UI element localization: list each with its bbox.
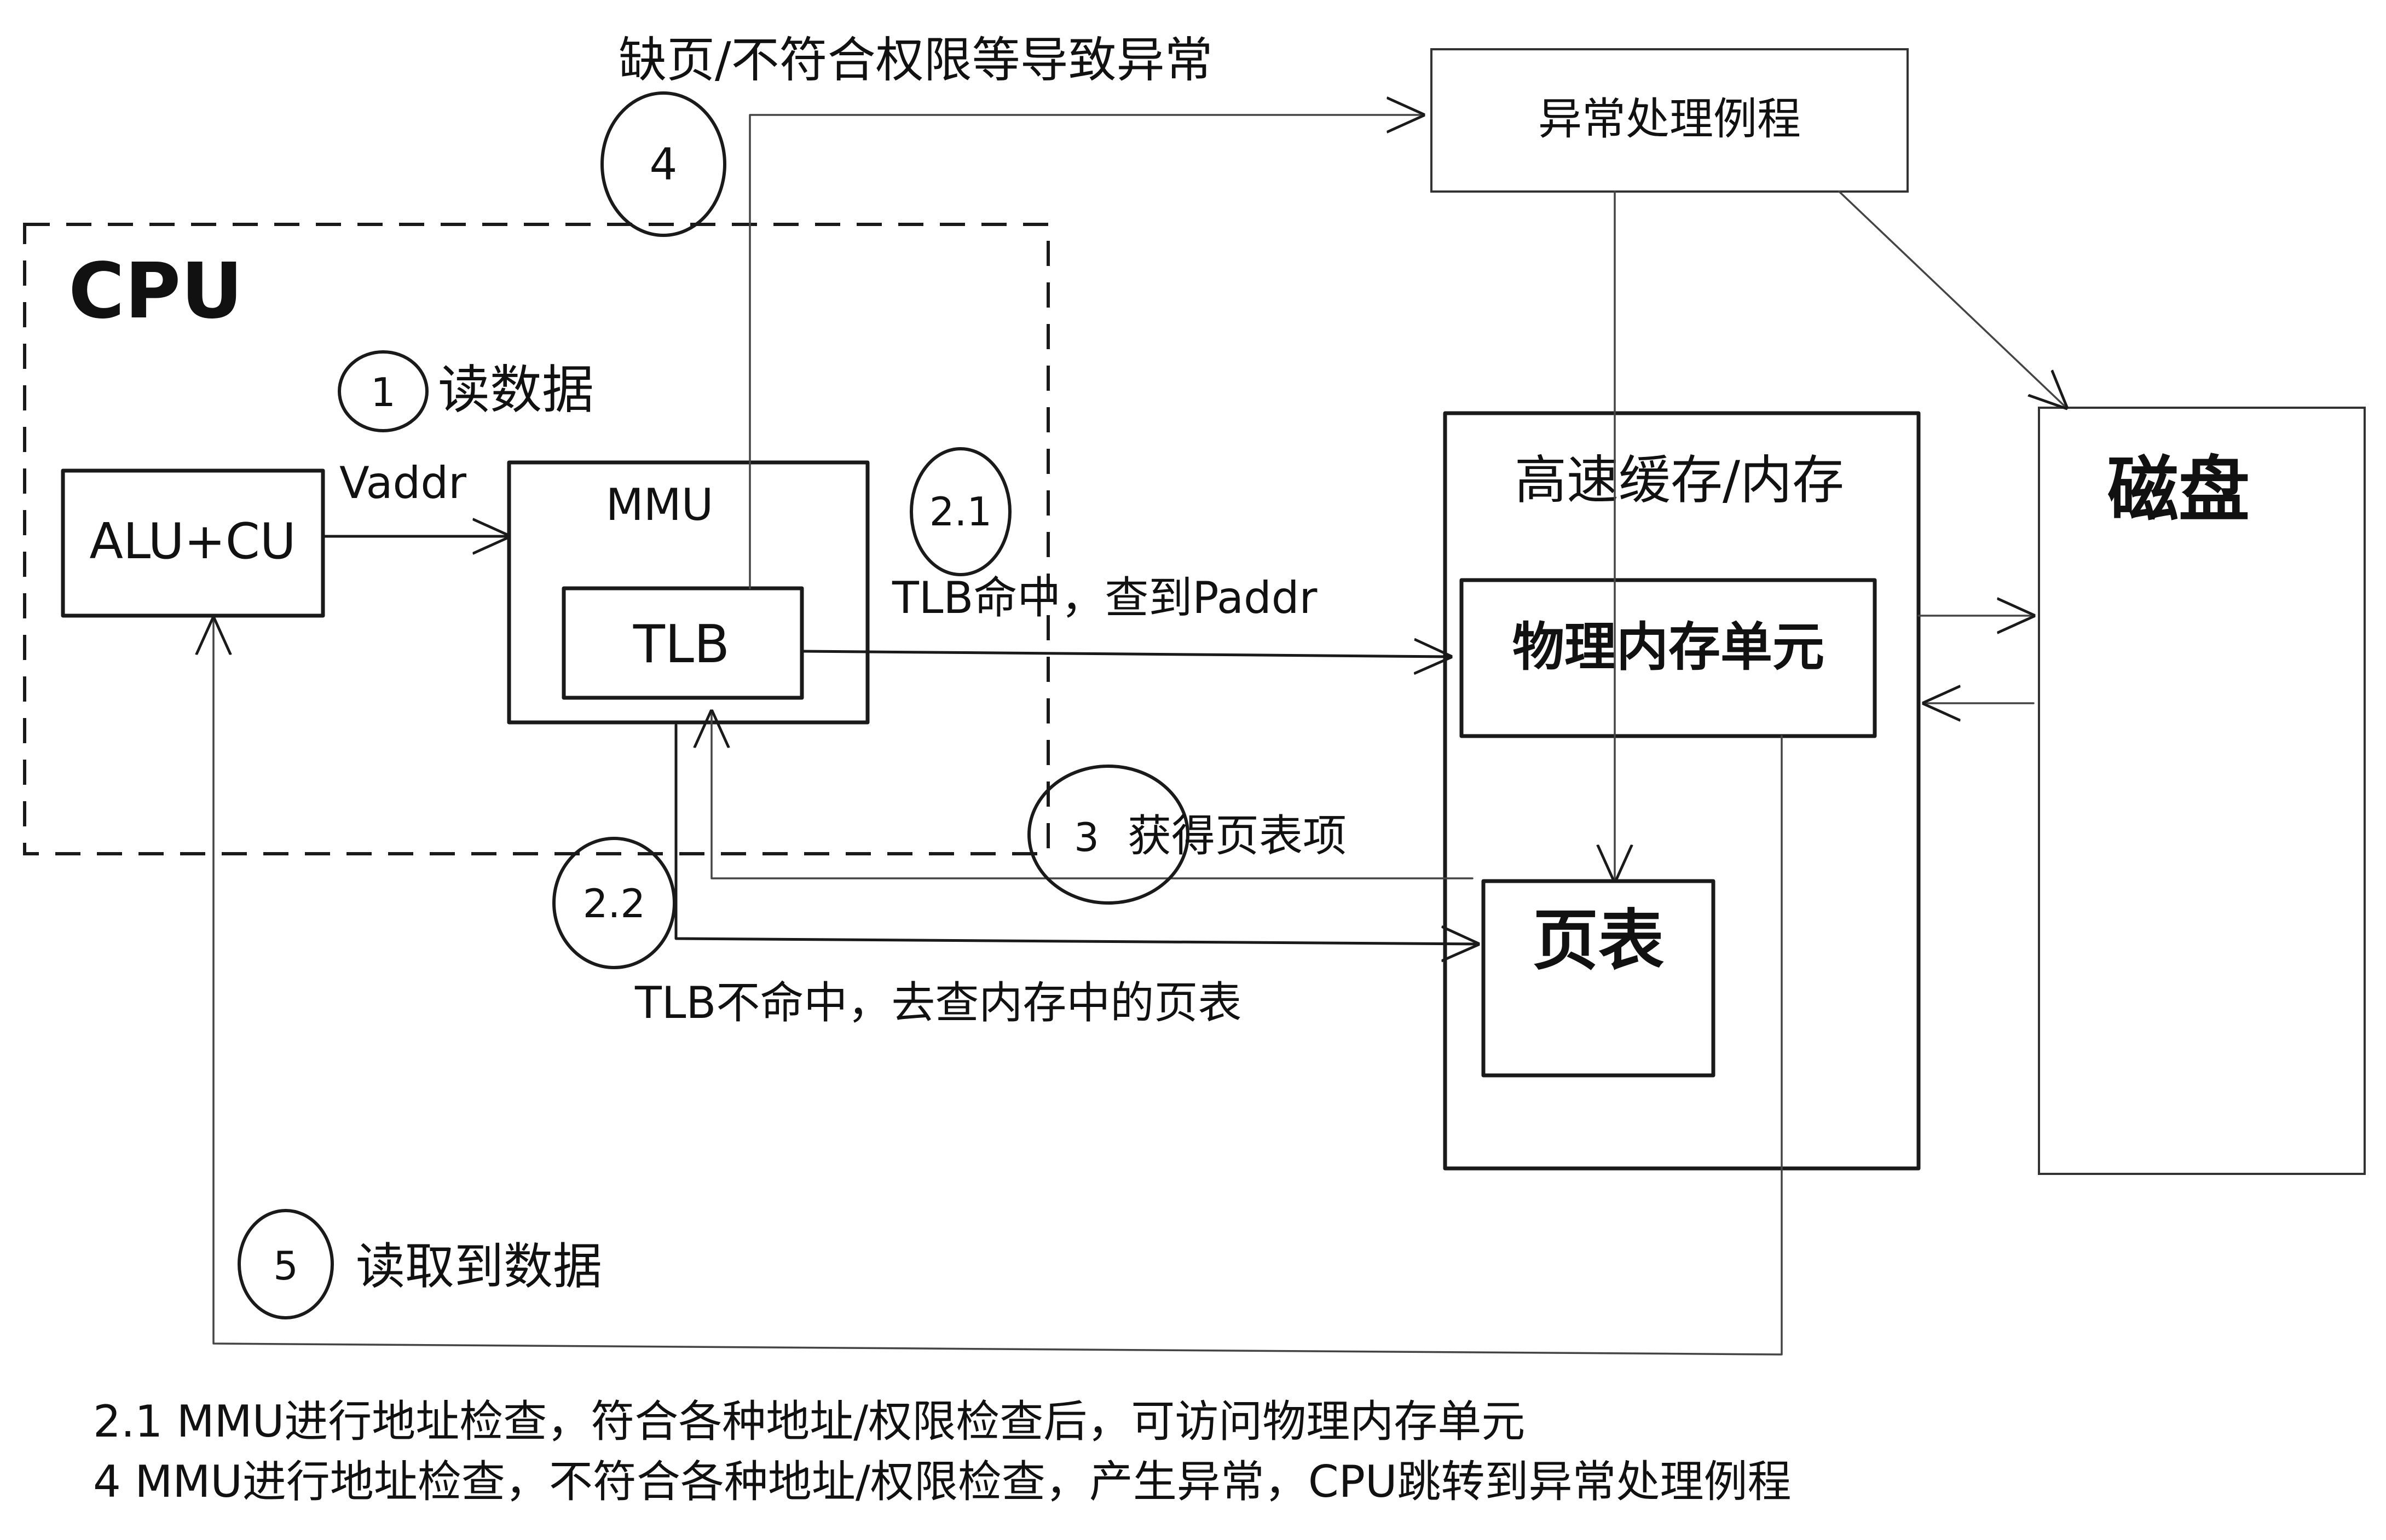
step1-circle	[338, 350, 429, 432]
step3-circle	[1027, 765, 1189, 905]
mmu-label: MMU	[606, 479, 714, 530]
tlb-label: TLB	[633, 615, 730, 675]
step4-text: 缺页/不符合权限等导致异常	[619, 32, 1213, 88]
tlb-miss-arrow	[674, 723, 1478, 944]
exception-handler-box	[1430, 48, 1909, 193]
alu-cu-label: ALU+CU	[89, 513, 296, 570]
disk-box	[2038, 407, 2366, 1175]
handler-to-disk-arrow	[1838, 190, 2066, 408]
step21-text: TLB命中，查到Paddr	[892, 572, 1318, 623]
alu-cu-box	[61, 468, 325, 618]
note-2: 4 MMU进行地址检查，不符合各种地址/权限检查，产生异常，CPU跳转到异常处理…	[93, 1456, 1792, 1507]
step1-text: 读数据	[438, 360, 594, 420]
cache-memory-label: 高速缓存/内存	[1515, 450, 1844, 511]
exception-path	[749, 115, 1423, 589]
step5-circle	[238, 1209, 334, 1319]
step5-text: 读取到数据	[356, 1238, 602, 1295]
step5-number: 5	[273, 1243, 298, 1289]
physical-unit-box	[1459, 578, 1877, 738]
step21-number: 2.1	[929, 489, 992, 535]
page-table-label: 页表	[1533, 903, 1664, 979]
step22-circle	[552, 837, 676, 969]
note-1: 2.1 MMU进行地址检查，符合各种地址/权限检查后，可访问物理内存单元	[93, 1396, 1525, 1447]
mmu-box	[507, 460, 870, 725]
exception-handler-label: 异常处理例程	[1538, 94, 1801, 144]
tlb-hit-arrow	[800, 651, 1451, 657]
step22-text: TLB不命中，去查内存中的页表	[634, 977, 1241, 1028]
cache-memory-box	[1443, 411, 1921, 1171]
vaddr-label: Vaddr	[339, 458, 466, 508]
disk-label: 磁盘	[2107, 448, 2250, 531]
step21-circle	[910, 447, 1012, 576]
step4-number: 4	[650, 139, 678, 190]
step1-number: 1	[371, 369, 396, 415]
page-entry-arrow	[712, 711, 1474, 879]
step3-text: 获得页表项	[1128, 810, 1347, 861]
physical-unit-label: 物理内存单元	[1512, 617, 1824, 678]
tlb-box	[562, 586, 804, 700]
cpu-boundary	[23, 223, 1050, 855]
step3-number: 3	[1074, 814, 1099, 860]
step22-number: 2.2	[583, 881, 646, 927]
cpu-label: CPU	[68, 247, 243, 336]
step4-circle	[600, 91, 726, 237]
read-data-arrow	[213, 618, 1783, 1356]
